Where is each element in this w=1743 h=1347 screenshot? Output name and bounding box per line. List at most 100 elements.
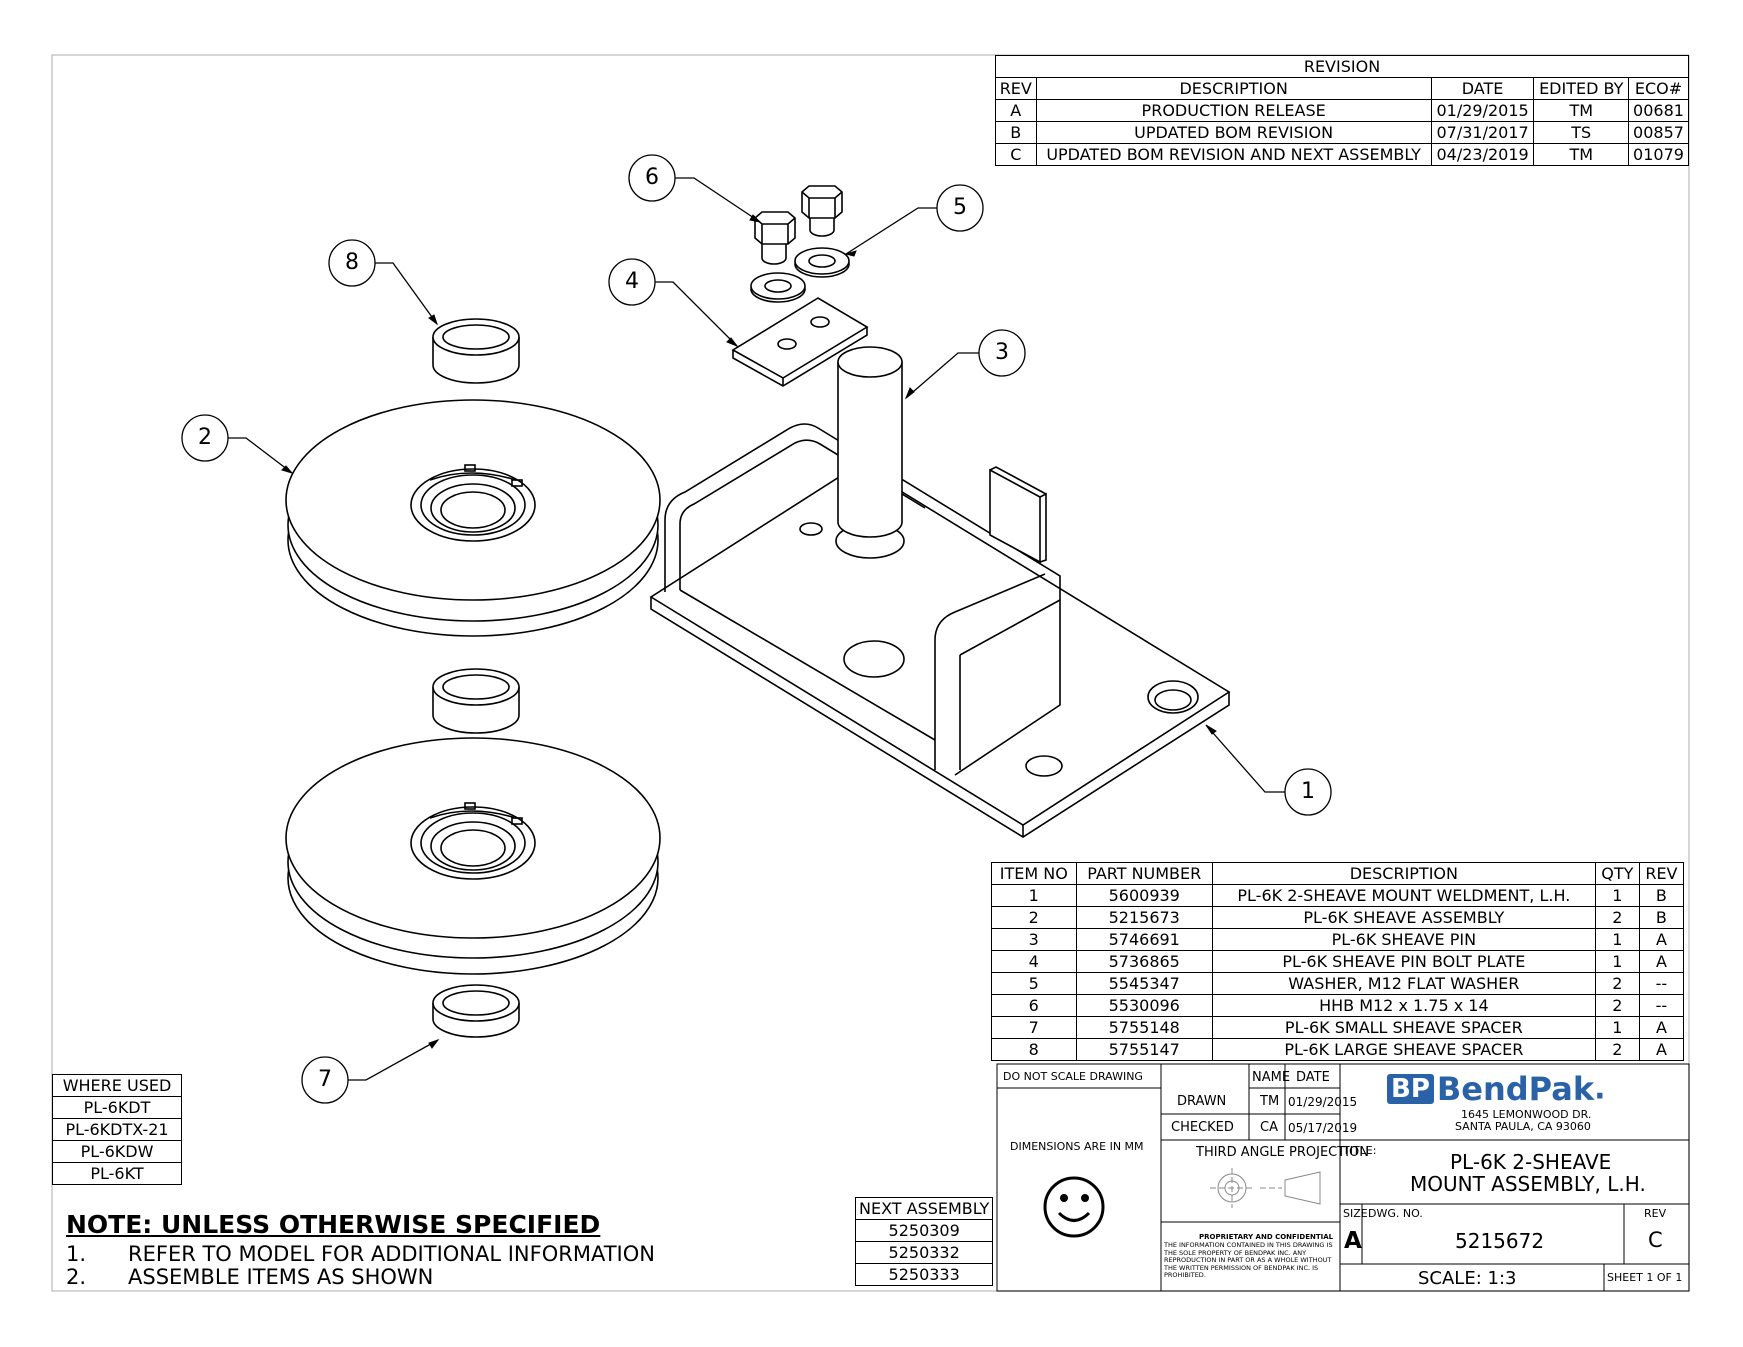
name-header: NAME bbox=[1252, 1070, 1291, 1085]
where-used-item: PL-6KT bbox=[52, 1162, 182, 1185]
revision-cell: A bbox=[995, 99, 1037, 122]
revision-cell: B bbox=[995, 121, 1037, 144]
revision-cell: 01079 bbox=[1628, 143, 1689, 166]
bom-cell: 2 bbox=[1594, 972, 1640, 995]
next-assembly-title: NEXT ASSEMBLY bbox=[854, 1197, 994, 1220]
balloon-5-label: 5 bbox=[953, 195, 967, 220]
checked-label: CHECKED bbox=[1171, 1120, 1234, 1135]
bom-cell: 1 bbox=[1594, 1016, 1640, 1039]
revision-row: A PRODUCTION RELEASE 01/29/2015 TM 00681 bbox=[995, 99, 1689, 122]
balloon-2-label: 2 bbox=[198, 425, 212, 450]
bom-cell: 3 bbox=[991, 928, 1077, 951]
revision-header: REV bbox=[995, 77, 1037, 100]
scale-label: SCALE: 1:3 bbox=[1418, 1268, 1517, 1289]
note-item: 2.ASSEMBLE ITEMS AS SHOWN bbox=[66, 1265, 433, 1289]
proprietary-text: THE INFORMATION CONTAINED IN THIS DRAWIN… bbox=[1164, 1241, 1333, 1279]
bom-cell: 2 bbox=[1594, 1038, 1640, 1061]
logo-mark: BP bbox=[1387, 1074, 1434, 1104]
revision-title: REVISION bbox=[995, 55, 1689, 78]
lower-sheave bbox=[285, 737, 661, 975]
bom-cell: 5755147 bbox=[1075, 1038, 1213, 1061]
bom-cell: 1 bbox=[1594, 884, 1640, 907]
bom-header-row: ITEM NO PART NUMBER DESCRIPTION QTY REV bbox=[991, 862, 1685, 885]
note-item: 1. REFER TO MODEL FOR ADDITIONAL INFORMAT… bbox=[66, 1242, 655, 1266]
bom-cell: -- bbox=[1638, 972, 1685, 995]
notes-title: NOTE: UNLESS OTHERWISE SPECIFIED bbox=[66, 1210, 600, 1239]
bom-cell: 2 bbox=[1594, 906, 1640, 929]
revision-table: REVISION REV DESCRIPTION DATE EDITED BY … bbox=[995, 55, 1689, 166]
bom-cell: PL-6K SMALL SHEAVE SPACER bbox=[1211, 1016, 1596, 1039]
date-header: DATE bbox=[1296, 1070, 1330, 1085]
revision-cell: TM bbox=[1533, 143, 1629, 166]
bom-cell: WASHER, M12 FLAT WASHER bbox=[1211, 972, 1596, 995]
bom-cell: PL-6K SHEAVE PIN BOLT PLATE bbox=[1211, 950, 1596, 973]
small-spacer bbox=[432, 984, 520, 1038]
dimensions-note: DIMENSIONS ARE IN MM bbox=[1010, 1140, 1144, 1153]
where-used-item: PL-6KDW bbox=[52, 1140, 182, 1163]
title-label: TITLE: bbox=[1343, 1144, 1377, 1157]
next-assembly-item: 5250332 bbox=[854, 1241, 994, 1264]
bom-cell: 6 bbox=[991, 994, 1077, 1017]
revision-header: DESCRIPTION bbox=[1035, 77, 1432, 100]
bom-cell: PL-6K SHEAVE ASSEMBLY bbox=[1211, 906, 1596, 929]
revision-cell: 07/31/2017 bbox=[1430, 121, 1535, 144]
size-label: SIZE bbox=[1343, 1207, 1368, 1220]
smiley-icon bbox=[1043, 1176, 1105, 1238]
dwg-no-value: 5215672 bbox=[1455, 1229, 1545, 1253]
revision-cell: 01/29/2015 bbox=[1430, 99, 1535, 122]
next-assembly-item: 5250309 bbox=[854, 1219, 994, 1242]
revision-header: DATE bbox=[1430, 77, 1535, 100]
bom-cell: A bbox=[1638, 950, 1685, 973]
address-line-1: 1645 LEMONWOOD DR. bbox=[1461, 1108, 1592, 1121]
revision-cell: 04/23/2019 bbox=[1430, 143, 1535, 166]
bom-cell: 4 bbox=[991, 950, 1077, 973]
bom-cell: 5600939 bbox=[1075, 884, 1213, 907]
balloon-7-label: 7 bbox=[318, 1067, 332, 1092]
bom-cell: 7 bbox=[991, 1016, 1077, 1039]
mount-weldment bbox=[649, 423, 1231, 838]
title-block-grid bbox=[996, 1063, 1690, 1292]
revision-cell: C bbox=[995, 143, 1037, 166]
bom-cell: 2 bbox=[991, 906, 1077, 929]
where-used-item: PL-6KDTX-21 bbox=[52, 1118, 182, 1141]
bom-cell: A bbox=[1638, 1016, 1685, 1039]
balloon-4-label: 4 bbox=[625, 269, 639, 294]
note-number: 2. bbox=[66, 1265, 87, 1289]
note-number: 1. bbox=[66, 1242, 87, 1266]
balloon-1-label: 1 bbox=[1301, 779, 1315, 804]
bom-cell: 5530096 bbox=[1075, 994, 1213, 1017]
large-spacer-top bbox=[432, 318, 520, 384]
flat-washers bbox=[750, 247, 850, 303]
revision-cell: PRODUCTION RELEASE bbox=[1035, 99, 1432, 122]
bom-cell: PL-6K SHEAVE PIN bbox=[1211, 928, 1596, 951]
revision-cell: UPDATED BOM REVISION AND NEXT ASSEMBLY bbox=[1035, 143, 1432, 166]
where-used-table: WHERE USED PL-6KDT PL-6KDTX-21 PL-6KDW P… bbox=[52, 1074, 182, 1185]
bom-cell: B bbox=[1638, 884, 1685, 907]
bom-header: ITEM NO bbox=[991, 862, 1077, 885]
bom-cell: 5545347 bbox=[1075, 972, 1213, 995]
bolt-plate bbox=[731, 297, 869, 387]
checked-name: CA bbox=[1260, 1120, 1278, 1135]
balloon-3-label: 3 bbox=[995, 340, 1009, 365]
notes-title-text: NOTE: UNLESS OTHERWISE SPECIFIED bbox=[66, 1210, 601, 1239]
bom-cell: 1 bbox=[1594, 928, 1640, 951]
note-text: REFER TO MODEL FOR ADDITIONAL INFORMATIO… bbox=[128, 1242, 655, 1266]
revision-header: EDITED BY bbox=[1533, 77, 1629, 100]
revision-cell: TS bbox=[1533, 121, 1629, 144]
logo-dot: . bbox=[1594, 1071, 1606, 1107]
bom-cell: 8 bbox=[991, 1038, 1077, 1061]
bom-cell: 2 bbox=[1594, 994, 1640, 1017]
revision-row: B UPDATED BOM REVISION 07/31/2017 TS 008… bbox=[995, 121, 1689, 144]
do-not-scale-note: DO NOT SCALE DRAWING bbox=[1003, 1070, 1143, 1083]
notes-title-suffix: . bbox=[515, 1210, 525, 1239]
